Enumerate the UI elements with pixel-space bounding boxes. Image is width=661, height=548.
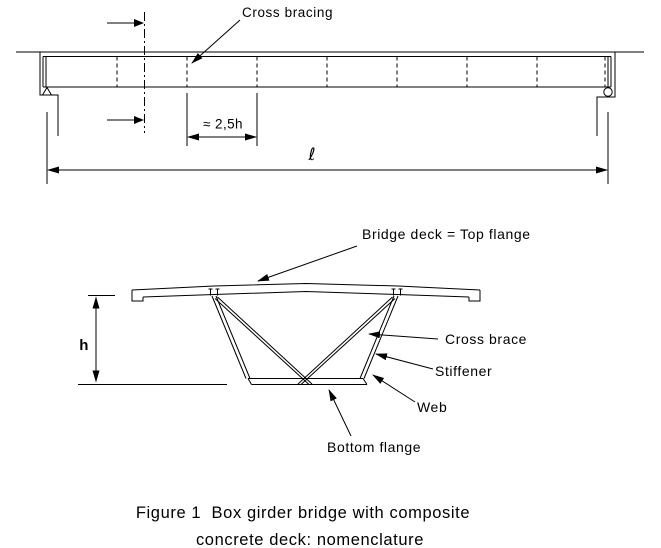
deck-bottom-line bbox=[143, 292, 469, 298]
deck-outline bbox=[132, 284, 480, 302]
caption-line-1: Figure 1 Box girder bridge with composit… bbox=[136, 504, 470, 522]
brace-line bbox=[298, 297, 393, 384]
brace-line bbox=[218, 297, 313, 384]
span-dimension: ℓ bbox=[47, 112, 608, 184]
bottom-flange-leader-arrow bbox=[329, 389, 351, 436]
stiffener-label: Stiffener bbox=[435, 363, 492, 379]
span-label: ℓ bbox=[307, 145, 315, 165]
caption: Figure 1 Box girder bridge with composit… bbox=[136, 504, 470, 548]
roller-support-icon bbox=[604, 88, 612, 96]
bottom-flange bbox=[248, 379, 367, 385]
brace-line bbox=[215, 299, 309, 385]
stiffener-leader-arrow bbox=[375, 353, 433, 369]
cross-section-view: h Bridge deck = Top flange Cross brace S… bbox=[78, 226, 531, 455]
deck-edge-lip-right bbox=[469, 290, 480, 301]
web-line bbox=[212, 296, 246, 379]
cross-brace-leader-arrow bbox=[368, 331, 438, 339]
bottom-flange-label: Bottom flange bbox=[327, 439, 421, 455]
stud-connector-icon bbox=[209, 289, 220, 296]
bridge-deck-leader-arrow bbox=[257, 246, 357, 281]
height-dimension: h bbox=[78, 296, 227, 385]
cross-bracing-label: Cross bracing bbox=[242, 5, 333, 20]
cross-bracing-leader-arrow bbox=[191, 20, 240, 64]
stud-connectors-left bbox=[209, 289, 220, 296]
cross-bracing-dashed-lines bbox=[117, 57, 605, 88]
girder-depth-label: h bbox=[79, 337, 88, 354]
stud-connectors-right bbox=[392, 289, 403, 296]
bottom-flange-end-cap bbox=[363, 379, 367, 385]
cross-brace-label: Cross brace bbox=[445, 331, 527, 347]
web-label: Web bbox=[417, 399, 447, 415]
web-right bbox=[360, 296, 398, 379]
web-left bbox=[212, 296, 250, 379]
web-stiffener-line bbox=[360, 296, 394, 379]
right-abutment bbox=[597, 52, 615, 136]
pinned-support-icon bbox=[43, 88, 52, 96]
caption-line-2: concrete deck: nomenclature bbox=[196, 531, 424, 548]
brace-spacing-label: ≈ 2,5h bbox=[203, 117, 243, 132]
stud-connector-icon bbox=[392, 289, 403, 296]
web-stiffener-line bbox=[216, 296, 250, 379]
deck-edge-lip-left bbox=[132, 290, 143, 301]
elevation-view: Cross bracing ≈ 2,5h ℓ bbox=[16, 5, 644, 184]
web-leader-arrow bbox=[372, 374, 415, 402]
brace-line bbox=[301, 299, 395, 385]
cross-brace-right bbox=[298, 297, 395, 385]
brace-spacing-dimension: ≈ 2,5h bbox=[187, 93, 257, 146]
deck-top-line bbox=[132, 284, 480, 291]
web-line bbox=[364, 296, 398, 379]
cross-brace-left bbox=[215, 297, 312, 385]
bottom-flange-end-cap bbox=[248, 379, 252, 385]
section-cut bbox=[107, 12, 145, 133]
bridge-deck-label: Bridge deck = Top flange bbox=[362, 226, 531, 242]
